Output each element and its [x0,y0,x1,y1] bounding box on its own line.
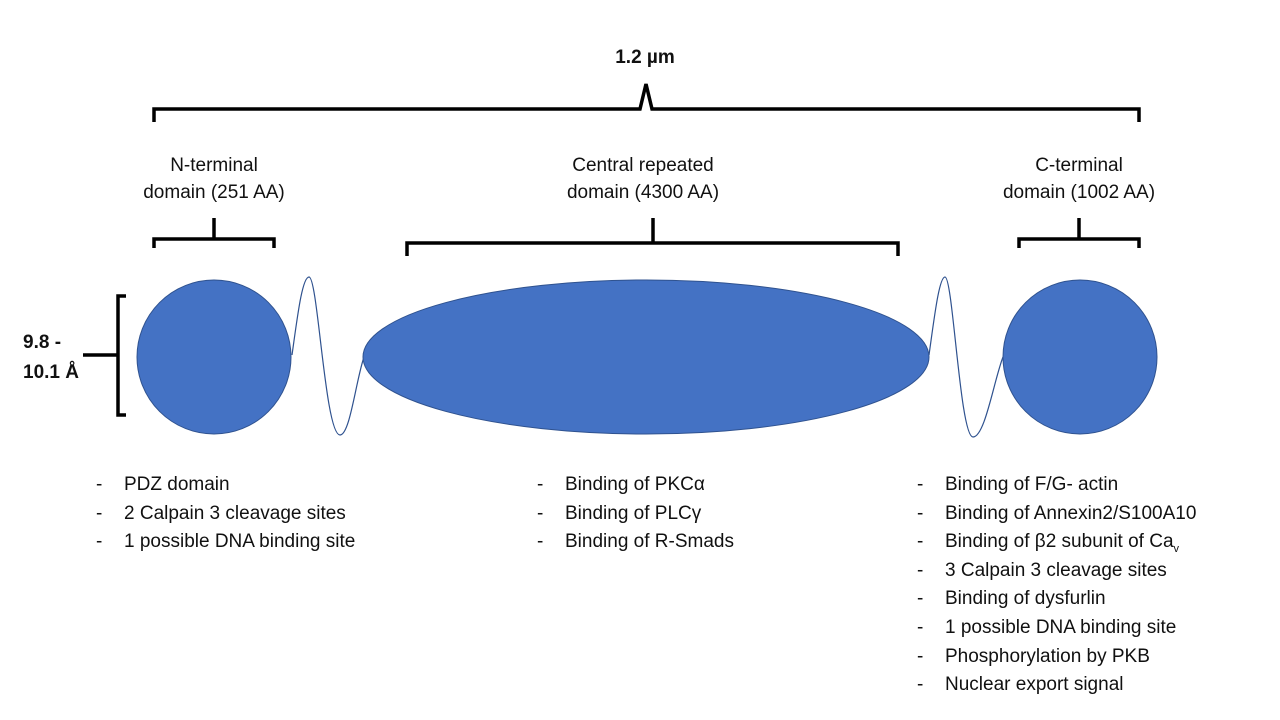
list-item: Binding of dysfurlin [917,585,1196,614]
list-item: Binding of F/G- actin [917,471,1196,500]
list-item: 3 Calpain 3 cleavage sites [917,557,1196,586]
list-item: Phosphorylation by PKB [917,643,1196,672]
n-terminal-domain-shape [136,279,292,435]
n-terminal-feature-list: PDZ domain 2 Calpain 3 cleavage sites 1 … [96,471,355,557]
c-terminal-label: C-terminal domain (1002 AA) [1003,152,1155,206]
c-terminal-label-line2: domain (1002 AA) [1002,182,1156,203]
list-item-text: Binding of β2 subunit of Ca [945,531,1174,553]
list-item: PDZ domain [96,471,355,500]
list-item: Binding of R-Smads [537,528,734,557]
central-label-line2: domain (4300 AA) [566,182,720,203]
c-terminal-bracket [1017,218,1141,248]
diameter-bracket [83,294,126,417]
n-terminal-label-line2: domain (251 AA) [143,182,285,203]
diameter-line2: 10.1 Å [23,362,79,383]
n-terminal-label: N-terminal domain (251 AA) [143,152,285,206]
central-domain-shape [362,279,930,435]
list-item: 2 Calpain 3 cleavage sites [96,500,355,529]
n-terminal-bracket [152,218,276,248]
list-item: Binding of Annexin2/S100A10 [917,500,1196,529]
list-item: Nuclear export signal [917,671,1196,700]
subscript: v [1173,542,1180,555]
c-terminal-feature-list: Binding of F/G- actin Binding of Annexin… [917,471,1196,700]
linker-wave-left [291,276,365,436]
central-bracket [405,218,900,256]
diameter-label: 9.8 - 10.1 Å [23,328,79,388]
list-item: Binding of β2 subunit of Cav [917,528,1196,557]
diameter-line1: 9.8 - [23,332,62,353]
linker-wave-right [928,276,1004,438]
list-item: Binding of PLCγ [537,500,734,529]
list-item: 1 possible DNA binding site [96,528,355,557]
list-item: Binding of PKCα [537,471,734,500]
list-item: 1 possible DNA binding site [917,614,1196,643]
c-terminal-label-line1: C-terminal [1035,155,1123,176]
central-feature-list: Binding of PKCα Binding of PLCγ Binding … [537,471,734,557]
n-terminal-label-line1: N-terminal [170,155,258,176]
total-length-label: 1.2 µm [615,47,675,68]
c-terminal-domain-shape [1002,279,1158,435]
central-label: Central repeated domain (4300 AA) [567,152,719,206]
total-length-bracket [152,83,1141,122]
central-label-line1: Central repeated [572,155,714,176]
